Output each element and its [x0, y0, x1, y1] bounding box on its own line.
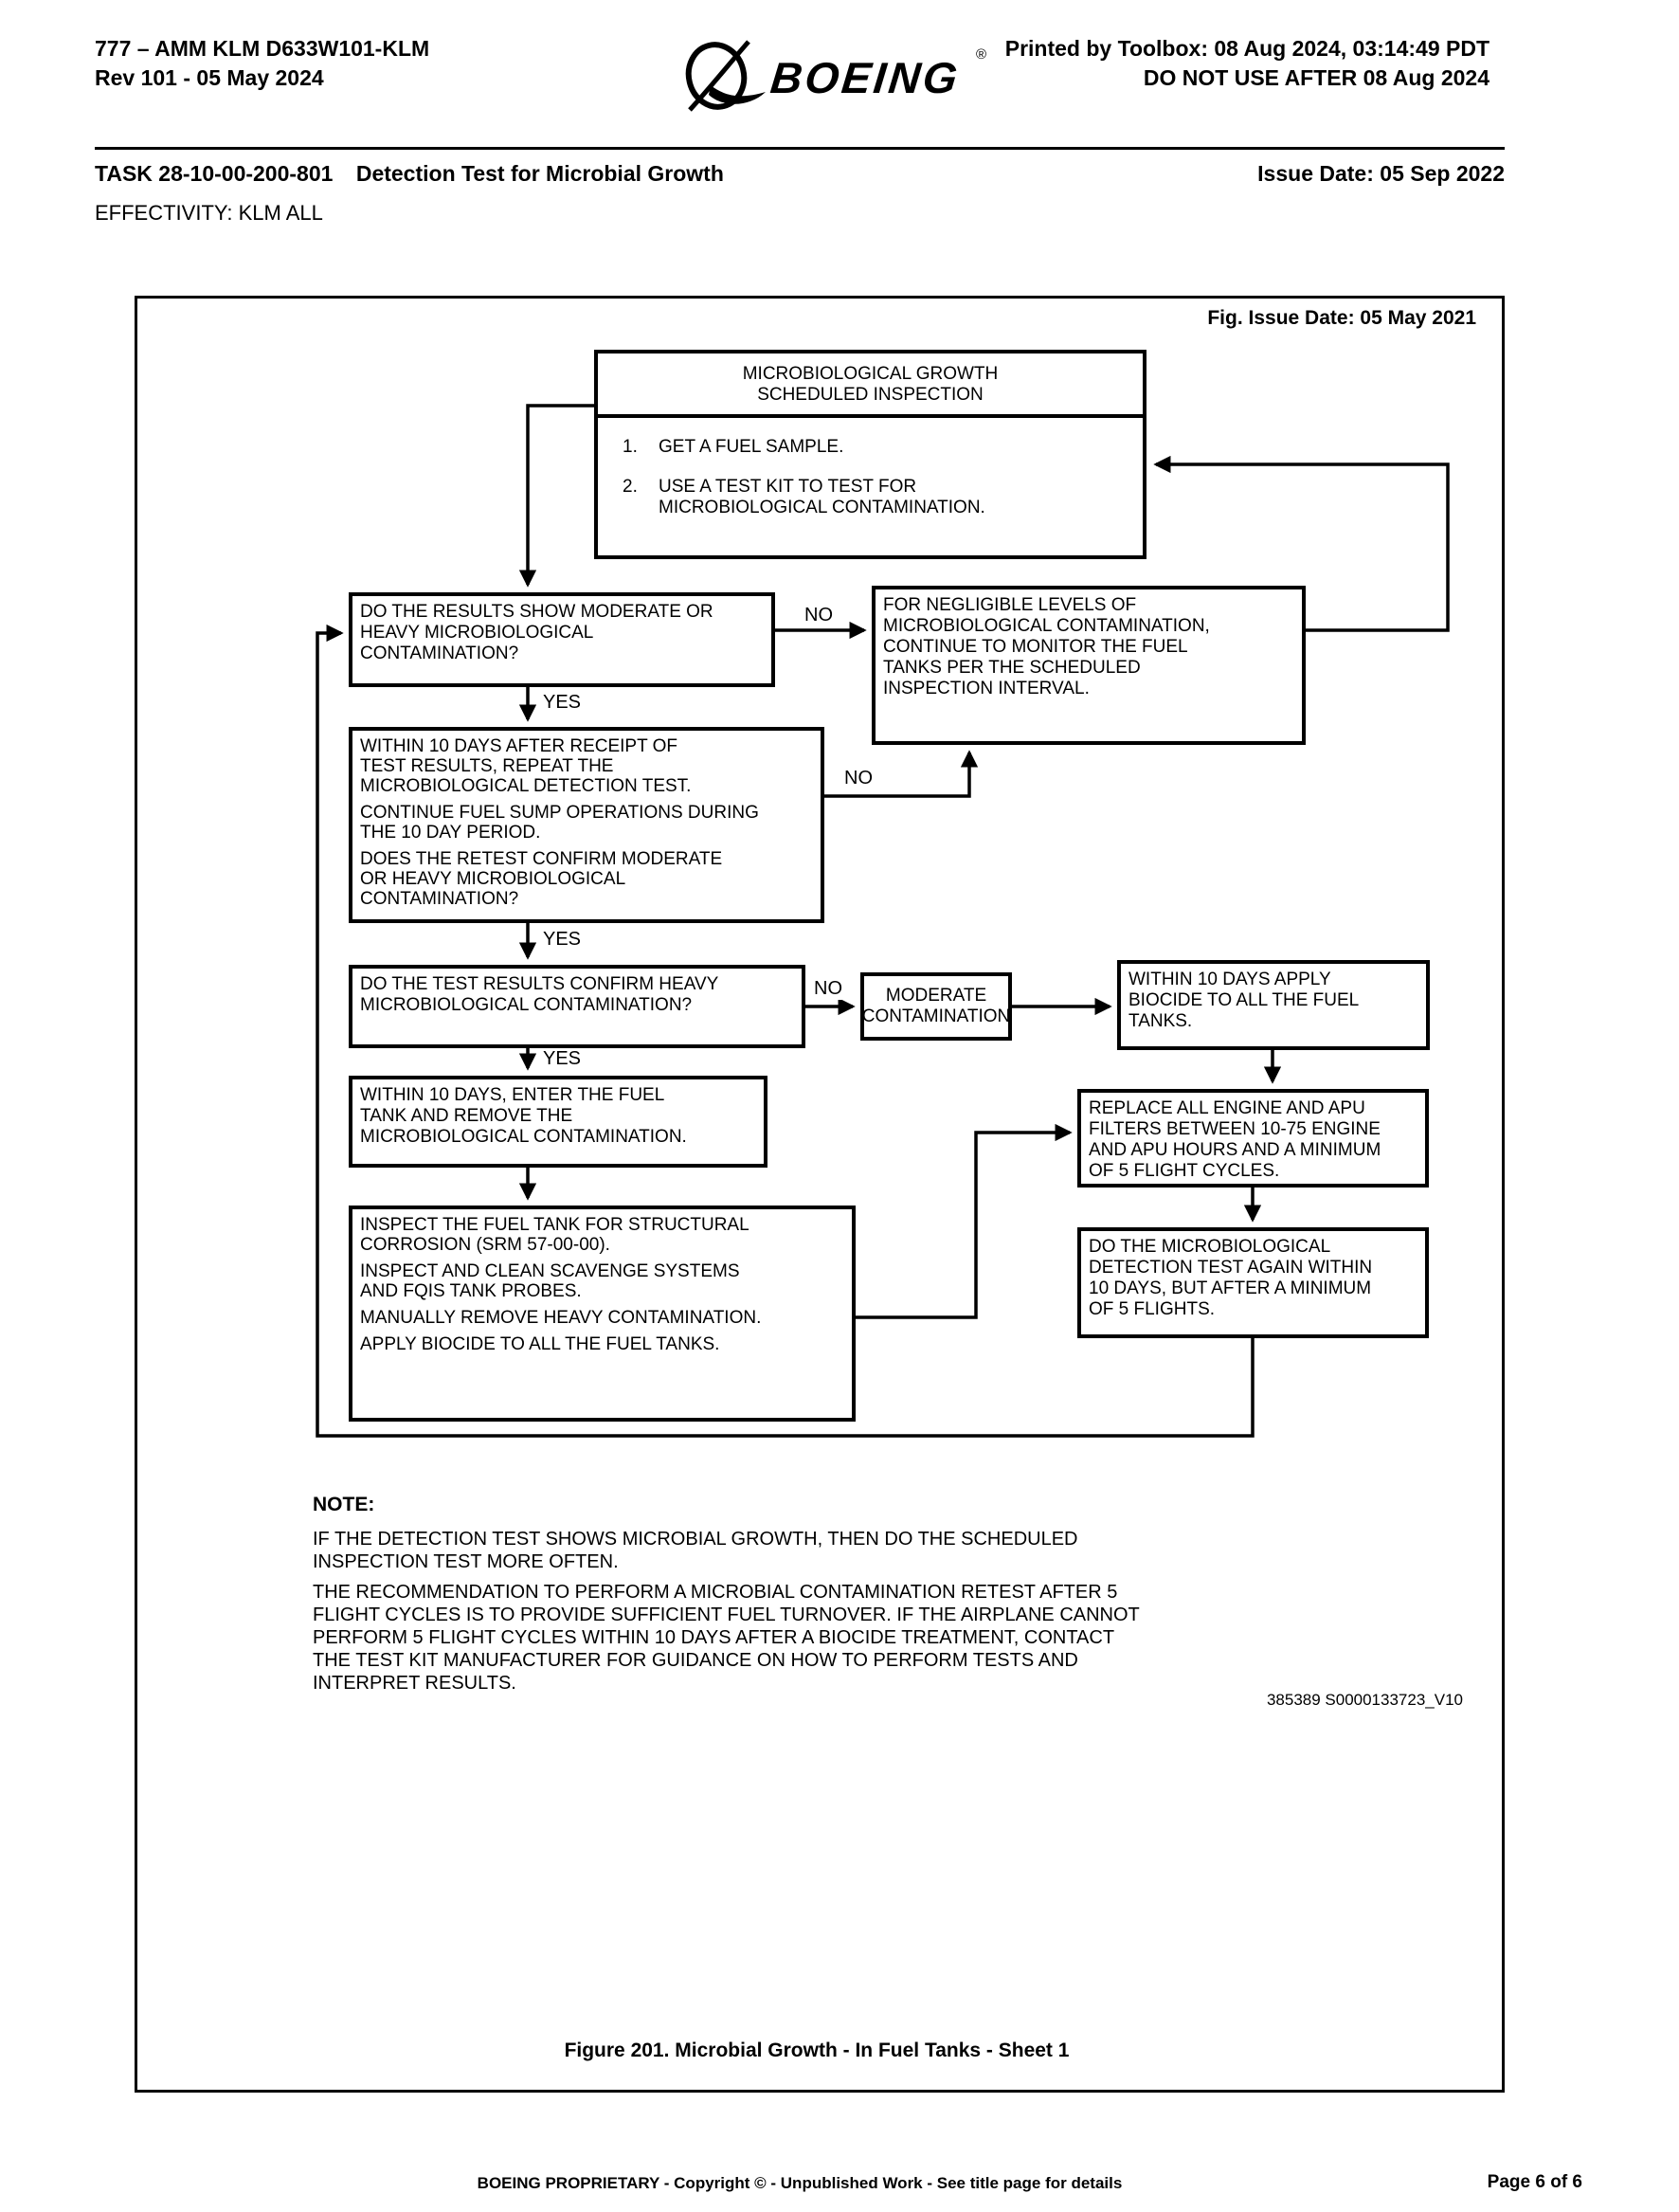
node-confirm-heavy: DO THE TEST RESULTS CONFIRM HEAVY MICROB…: [349, 965, 805, 1048]
node-text: INSPECT THE FUEL TANK FOR STRUCTURAL COR…: [360, 1215, 749, 1255]
step-item: 2. USE A TEST KIT TO TEST FOR MICROBIOLO…: [623, 477, 1133, 518]
task-line: Issue Date: 05 Sep 2022 TASK 28-10-00-20…: [95, 161, 1505, 187]
header-doc-id-block: 777 – AMM KLM D633W101-KLM Rev 101 - 05 M…: [95, 34, 429, 93]
printed-by: Printed by Toolbox: 08 Aug 2024, 03:14:4…: [1004, 36, 1489, 61]
note-heading: NOTE:: [313, 1494, 375, 1515]
node-text: MODERATE CONTAMINATION: [861, 986, 1011, 1026]
node-text: WITHIN 10 DAYS, ENTER THE FUEL TANK AND …: [360, 1085, 687, 1147]
figure-doc-number: 385389 S0000133723_V10: [1266, 1691, 1463, 1709]
header-divider: [95, 147, 1505, 150]
issue-date: Issue Date: 05 Sep 2022: [1257, 161, 1505, 186]
do-not-use-warning: DO NOT USE AFTER 08 Aug 2024: [1143, 65, 1489, 90]
note-paragraph-1: IF THE DETECTION TEST SHOWS MICROBIAL GR…: [313, 1529, 1078, 1572]
boeing-logo: BOEING ®: [675, 38, 987, 112]
node-negligible-levels: FOR NEGLIGIBLE LEVELS OF MICROBIOLOGICAL…: [872, 586, 1306, 745]
node-text: DO THE RESULTS SHOW MODERATE OR HEAVY MI…: [360, 602, 713, 663]
effectivity: EFFECTIVITY: KLM ALL: [95, 201, 323, 225]
node-replace-filters: REPLACE ALL ENGINE AND APU FILTERS BETWE…: [1077, 1089, 1429, 1188]
node-text: MANUALLY REMOVE HEAVY CONTAMINATION.: [360, 1308, 762, 1328]
node-apply-biocide: WITHIN 10 DAYS APPLY BIOCIDE TO ALL THE …: [1117, 960, 1430, 1050]
node-text: FOR NEGLIGIBLE LEVELS OF MICROBIOLOGICAL…: [883, 595, 1210, 698]
node-text: APPLY BIOCIDE TO ALL THE FUEL TANKS.: [360, 1334, 720, 1354]
step-text: GET A FUEL SAMPLE.: [659, 437, 844, 457]
edge-label-yes-1: YES: [540, 692, 585, 714]
node-text: WITHIN 10 DAYS AFTER RECEIPT OF TEST RES…: [360, 736, 692, 796]
node-text: WITHIN 10 DAYS APPLY BIOCIDE TO ALL THE …: [1128, 970, 1360, 1031]
fig-issue-date: Fig. Issue Date: 05 May 2021: [1207, 307, 1476, 329]
doc-revision: Rev 101 - 05 May 2024: [95, 65, 324, 90]
figure-frame: [135, 296, 1505, 2093]
note-paragraph-2: THE RECOMMENDATION TO PERFORM A MICROBIA…: [313, 1582, 1140, 1694]
node-results-moderate-or-heavy: DO THE RESULTS SHOW MODERATE OR HEAVY MI…: [349, 592, 775, 687]
node-text: CONTINUE FUEL SUMP OPERATIONS DURING THE…: [360, 803, 759, 843]
boeing-logo-icon: BOEING ®: [685, 40, 986, 112]
node-text: INSPECT AND CLEAN SCAVENGE SYSTEMS AND F…: [360, 1261, 740, 1301]
header-print-block: Printed by Toolbox: 08 Aug 2024, 03:14:4…: [921, 34, 1489, 93]
node-repeat-test: WITHIN 10 DAYS AFTER RECEIPT OF TEST RES…: [349, 727, 824, 923]
node-enter-tank: WITHIN 10 DAYS, ENTER THE FUEL TANK AND …: [349, 1076, 767, 1168]
step-text: USE A TEST KIT TO TEST FOR MICROBIOLOGIC…: [659, 477, 985, 517]
step-number: 1.: [623, 437, 638, 457]
registered-mark-icon: ®: [976, 46, 986, 63]
edge-label-yes-2: YES: [540, 929, 585, 951]
edge-label-yes-3: YES: [540, 1048, 585, 1070]
node-text: DO THE MICROBIOLOGICAL DETECTION TEST AG…: [1089, 1237, 1373, 1319]
node-inspect-tank: INSPECT THE FUEL TANK FOR STRUCTURAL COR…: [349, 1206, 856, 1422]
brand-wordmark: BOEING: [768, 53, 963, 102]
node-scheduled-inspection-title: MICROBIOLOGICAL GROWTH SCHEDULED INSPECT…: [598, 354, 1143, 418]
node-retest-after-5-flights: DO THE MICROBIOLOGICAL DETECTION TEST AG…: [1077, 1227, 1429, 1338]
node-scheduled-inspection-steps: 1. GET A FUEL SAMPLE. 2. USE A TEST KIT …: [598, 418, 1143, 518]
node-text: DOES THE RETEST CONFIRM MODERATE OR HEAV…: [360, 849, 723, 909]
task-id: TASK 28-10-00-200-801: [95, 161, 334, 186]
task-title: Detection Test for Microbial Growth: [355, 161, 724, 186]
edge-label-no-3: NO: [811, 978, 845, 1000]
step-item: 1. GET A FUEL SAMPLE.: [623, 437, 1133, 458]
footer-page-number: Page 6 of 6: [1487, 2172, 1582, 2192]
step-number: 2.: [623, 477, 638, 497]
figure-caption: Figure 201. Microbial Growth - In Fuel T…: [564, 2040, 1070, 2061]
node-text: REPLACE ALL ENGINE AND APU FILTERS BETWE…: [1089, 1098, 1381, 1181]
edge-label-no-1: NO: [802, 605, 836, 626]
node-moderate-contamination: MODERATE CONTAMINATION: [860, 972, 1012, 1041]
node-scheduled-inspection: MICROBIOLOGICAL GROWTH SCHEDULED INSPECT…: [594, 350, 1146, 559]
edge-label-no-2: NO: [841, 768, 876, 789]
node-text: DO THE TEST RESULTS CONFIRM HEAVY MICROB…: [360, 974, 719, 1015]
doc-id: 777 – AMM KLM D633W101-KLM: [95, 36, 430, 61]
footer-proprietary: BOEING PROPRIETARY - Copyright © - Unpub…: [477, 2174, 1123, 2192]
